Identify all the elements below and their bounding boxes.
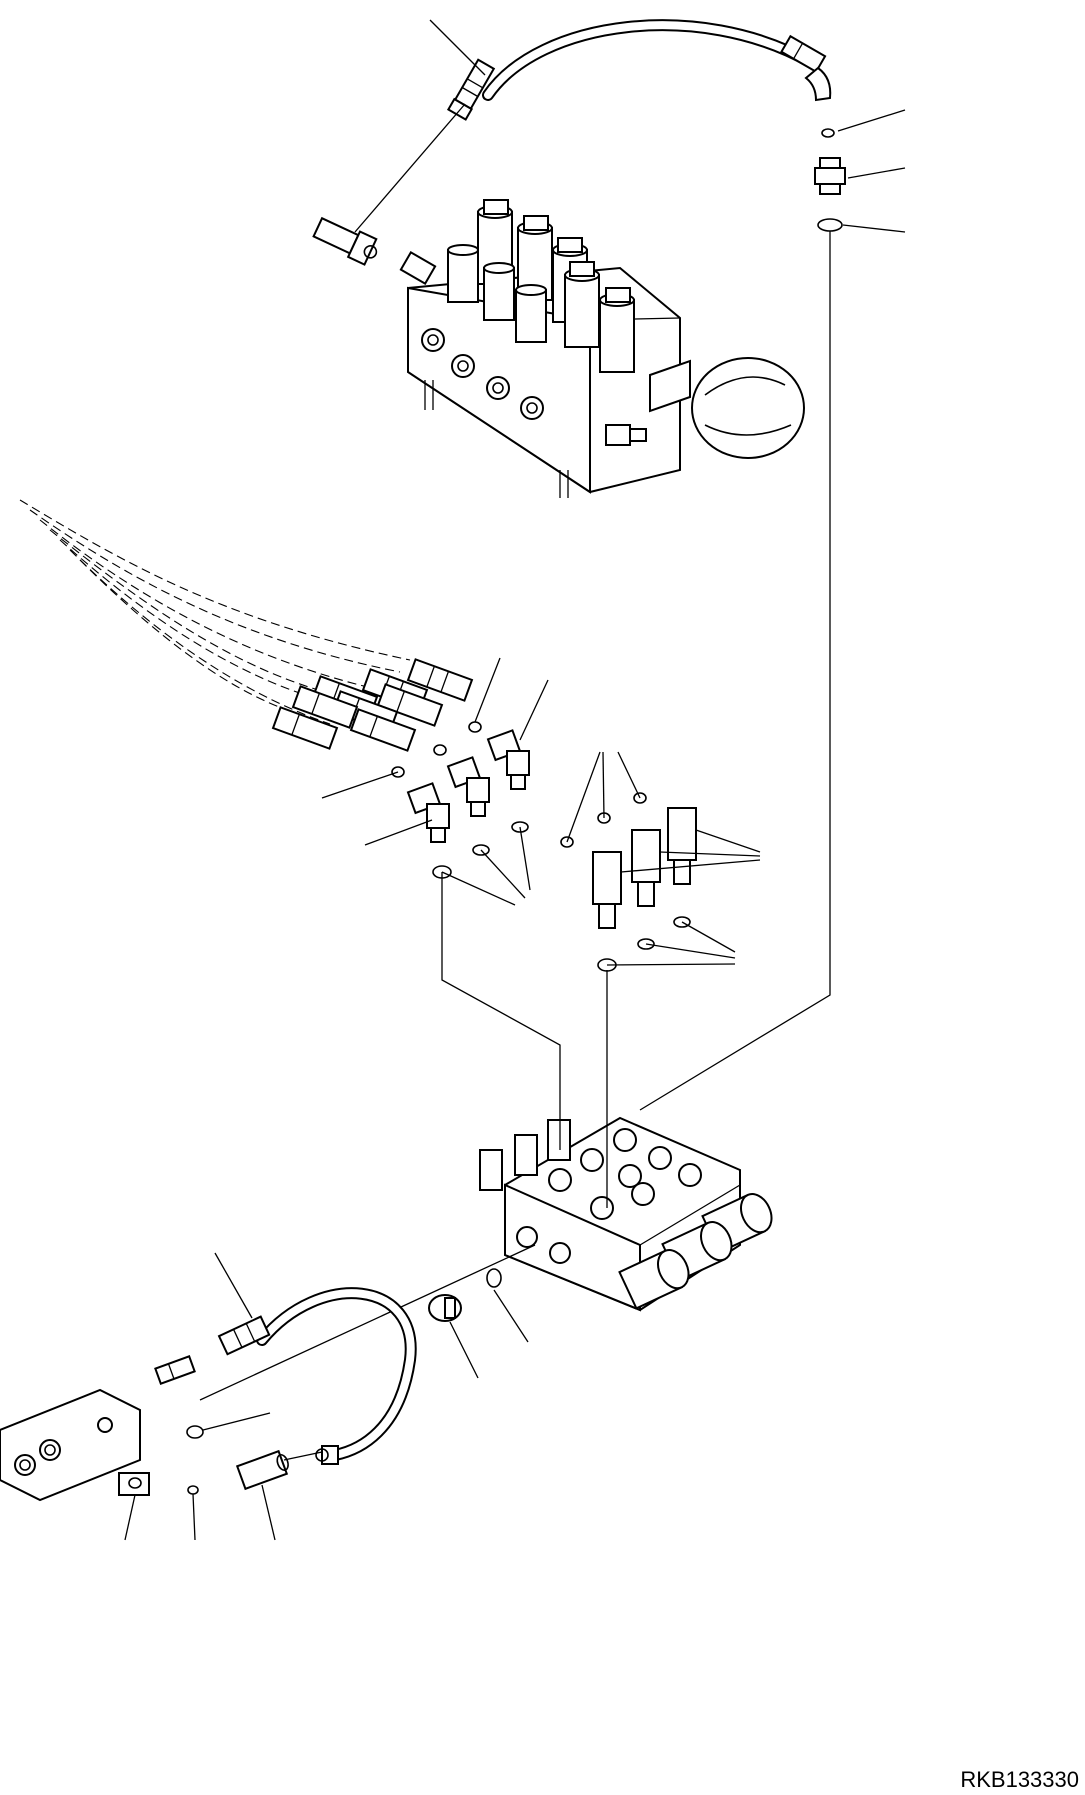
top-solenoid-valve-block — [312, 199, 805, 498]
harness-connectors — [271, 658, 474, 752]
leader-line — [354, 103, 466, 233]
lower-hose-assembly — [0, 1287, 417, 1502]
pressure-switches-right — [560, 792, 697, 972]
callout-leaders — [124, 19, 906, 1541]
lower-control-valve-block — [479, 1116, 773, 1312]
route-lines — [199, 231, 831, 1401]
top-right-fittings — [814, 128, 846, 232]
drawing-code: RKB133330 — [960, 1767, 1079, 1792]
elbow-fittings-left — [391, 721, 530, 879]
top-hose-assembly — [446, 19, 832, 121]
plug-and-oring — [428, 1268, 502, 1322]
